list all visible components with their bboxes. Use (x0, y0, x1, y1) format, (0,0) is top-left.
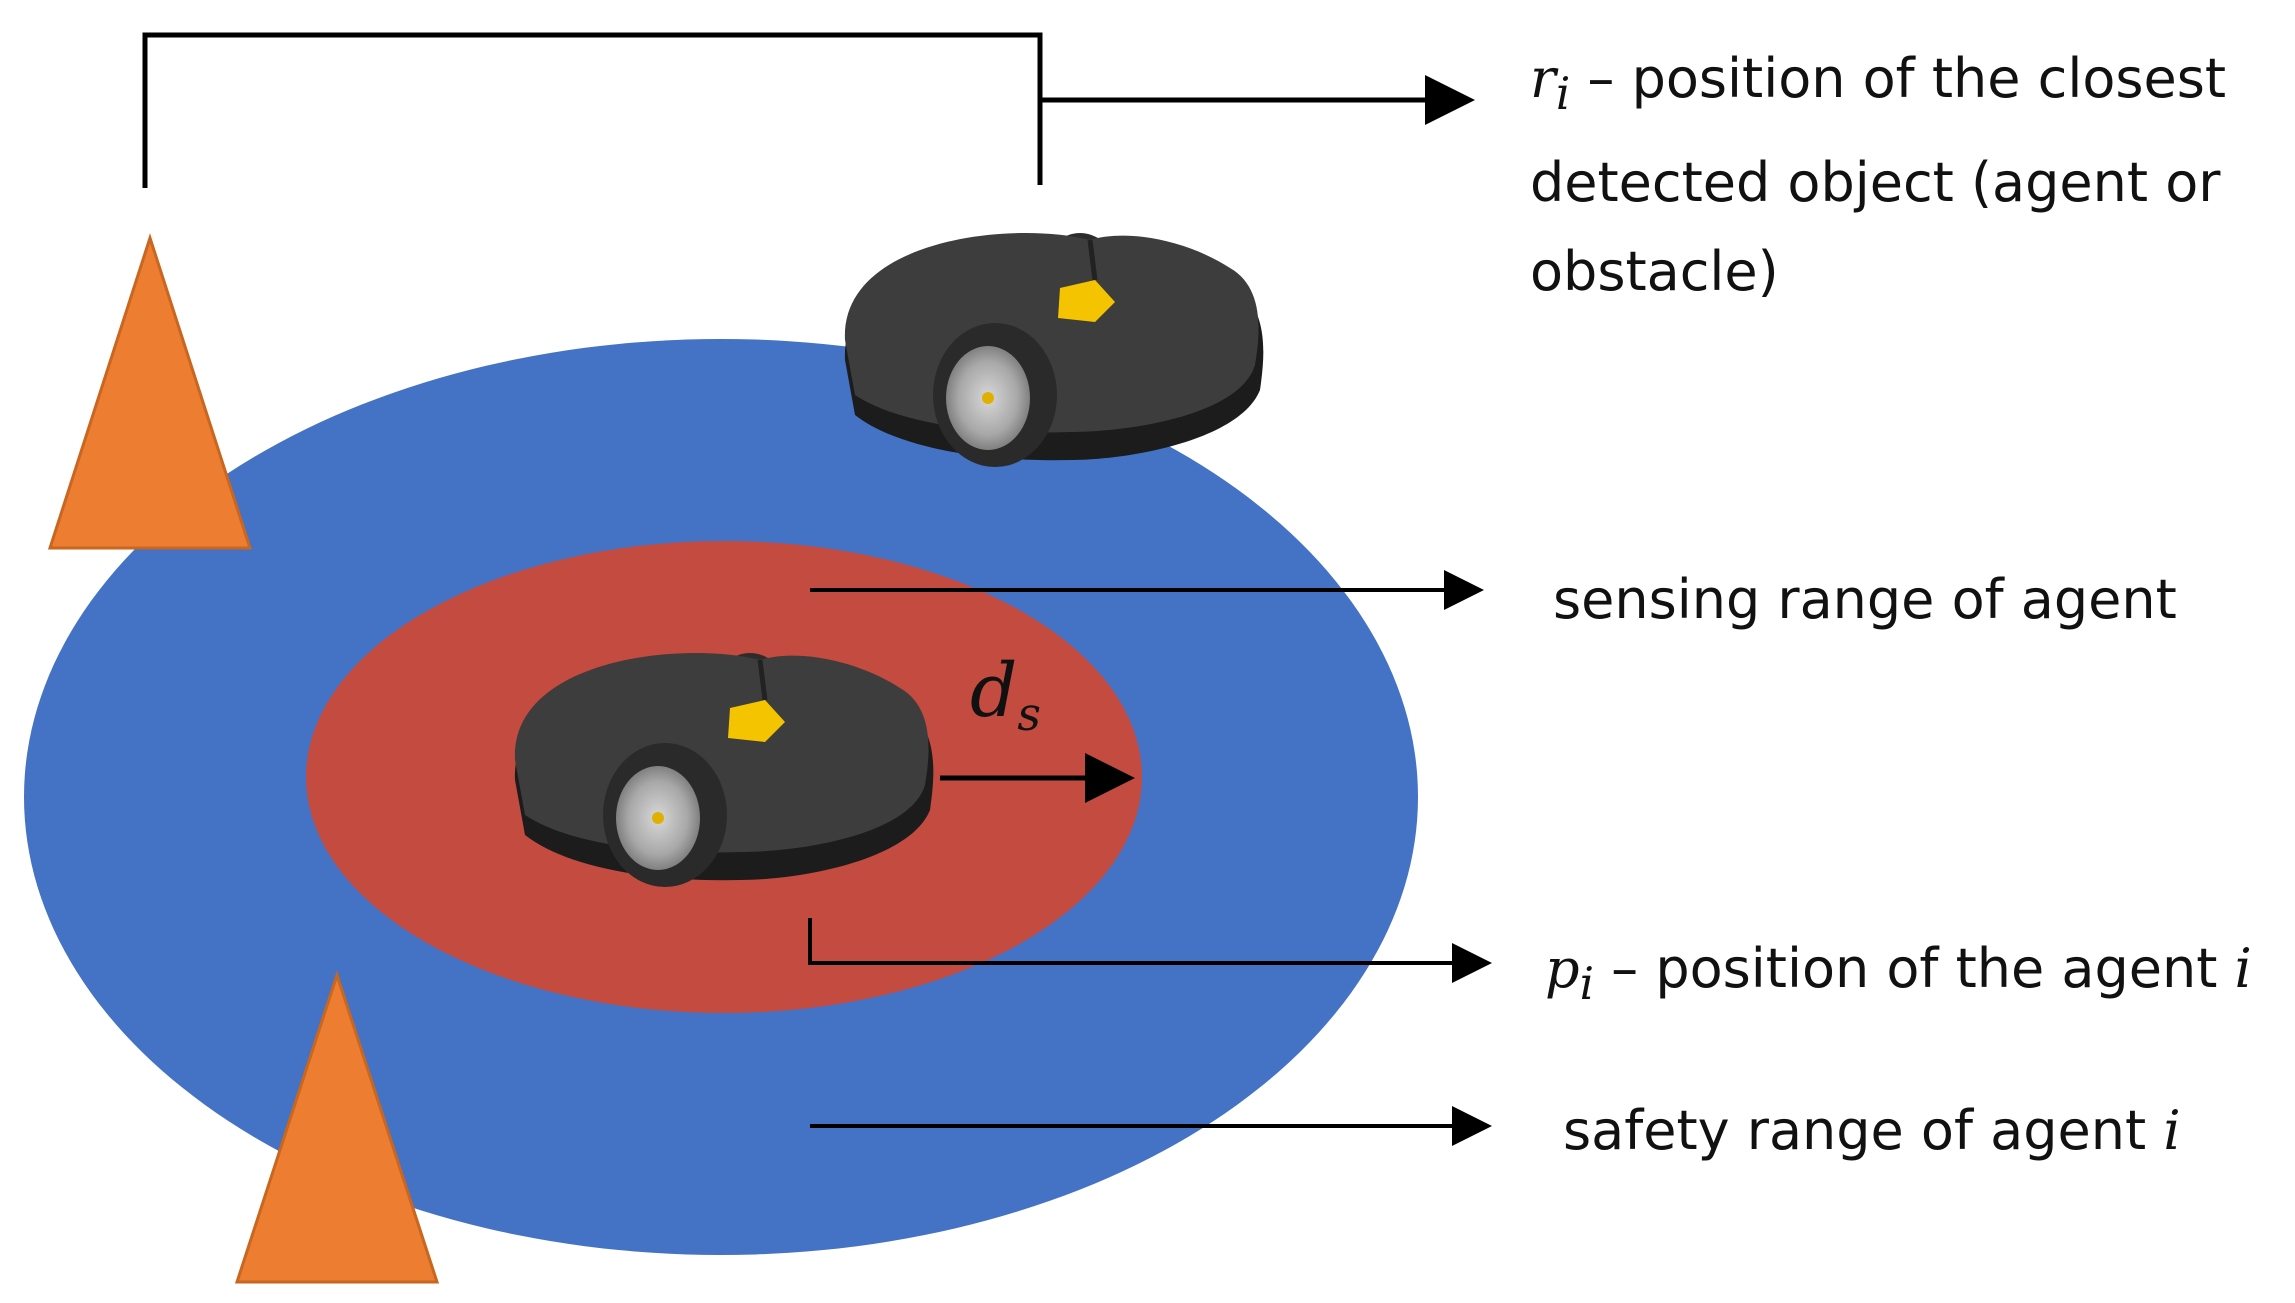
p-label: pi – position of the agent i (1545, 925, 2252, 1028)
obstacle-cone-icon (47, 233, 253, 550)
safety-agent-symbol: i (2163, 1099, 2181, 1162)
r-label: ri – position of the closest detected ob… (1530, 34, 2226, 316)
r-label-line1: ri – position of the closest (1530, 34, 2226, 138)
detected-agent-robot-icon (845, 233, 1263, 467)
sensing-label: sensing range of agent (1553, 568, 2177, 631)
r-subscript: i (1555, 66, 1571, 120)
p-connector (808, 918, 1488, 965)
p-subscript: i (1579, 956, 1594, 1010)
safety-label: safety range of agent i (1563, 1087, 2181, 1175)
p-text: – position of the agent (1611, 937, 2235, 1000)
r-label-line3: obstacle) (1530, 239, 1779, 303)
p-agent-symbol: i (2234, 937, 2252, 1000)
p-symbol: p (1545, 937, 1580, 1000)
r-symbol: r (1530, 47, 1556, 110)
agent-i-robot-icon (515, 653, 933, 887)
detection-bracket (142, 32, 1043, 188)
safety-text: safety range of agent (1563, 1099, 2164, 1162)
ds-symbol: d (970, 648, 1018, 734)
ds-subscript: s (1017, 686, 1041, 741)
r-text-line1: – position of the closest (1587, 47, 2227, 110)
r-label-line2: detected object (agent or (1530, 150, 2221, 214)
ds-label: ds (970, 648, 1041, 741)
obstacle-cone-icon (234, 970, 440, 1284)
